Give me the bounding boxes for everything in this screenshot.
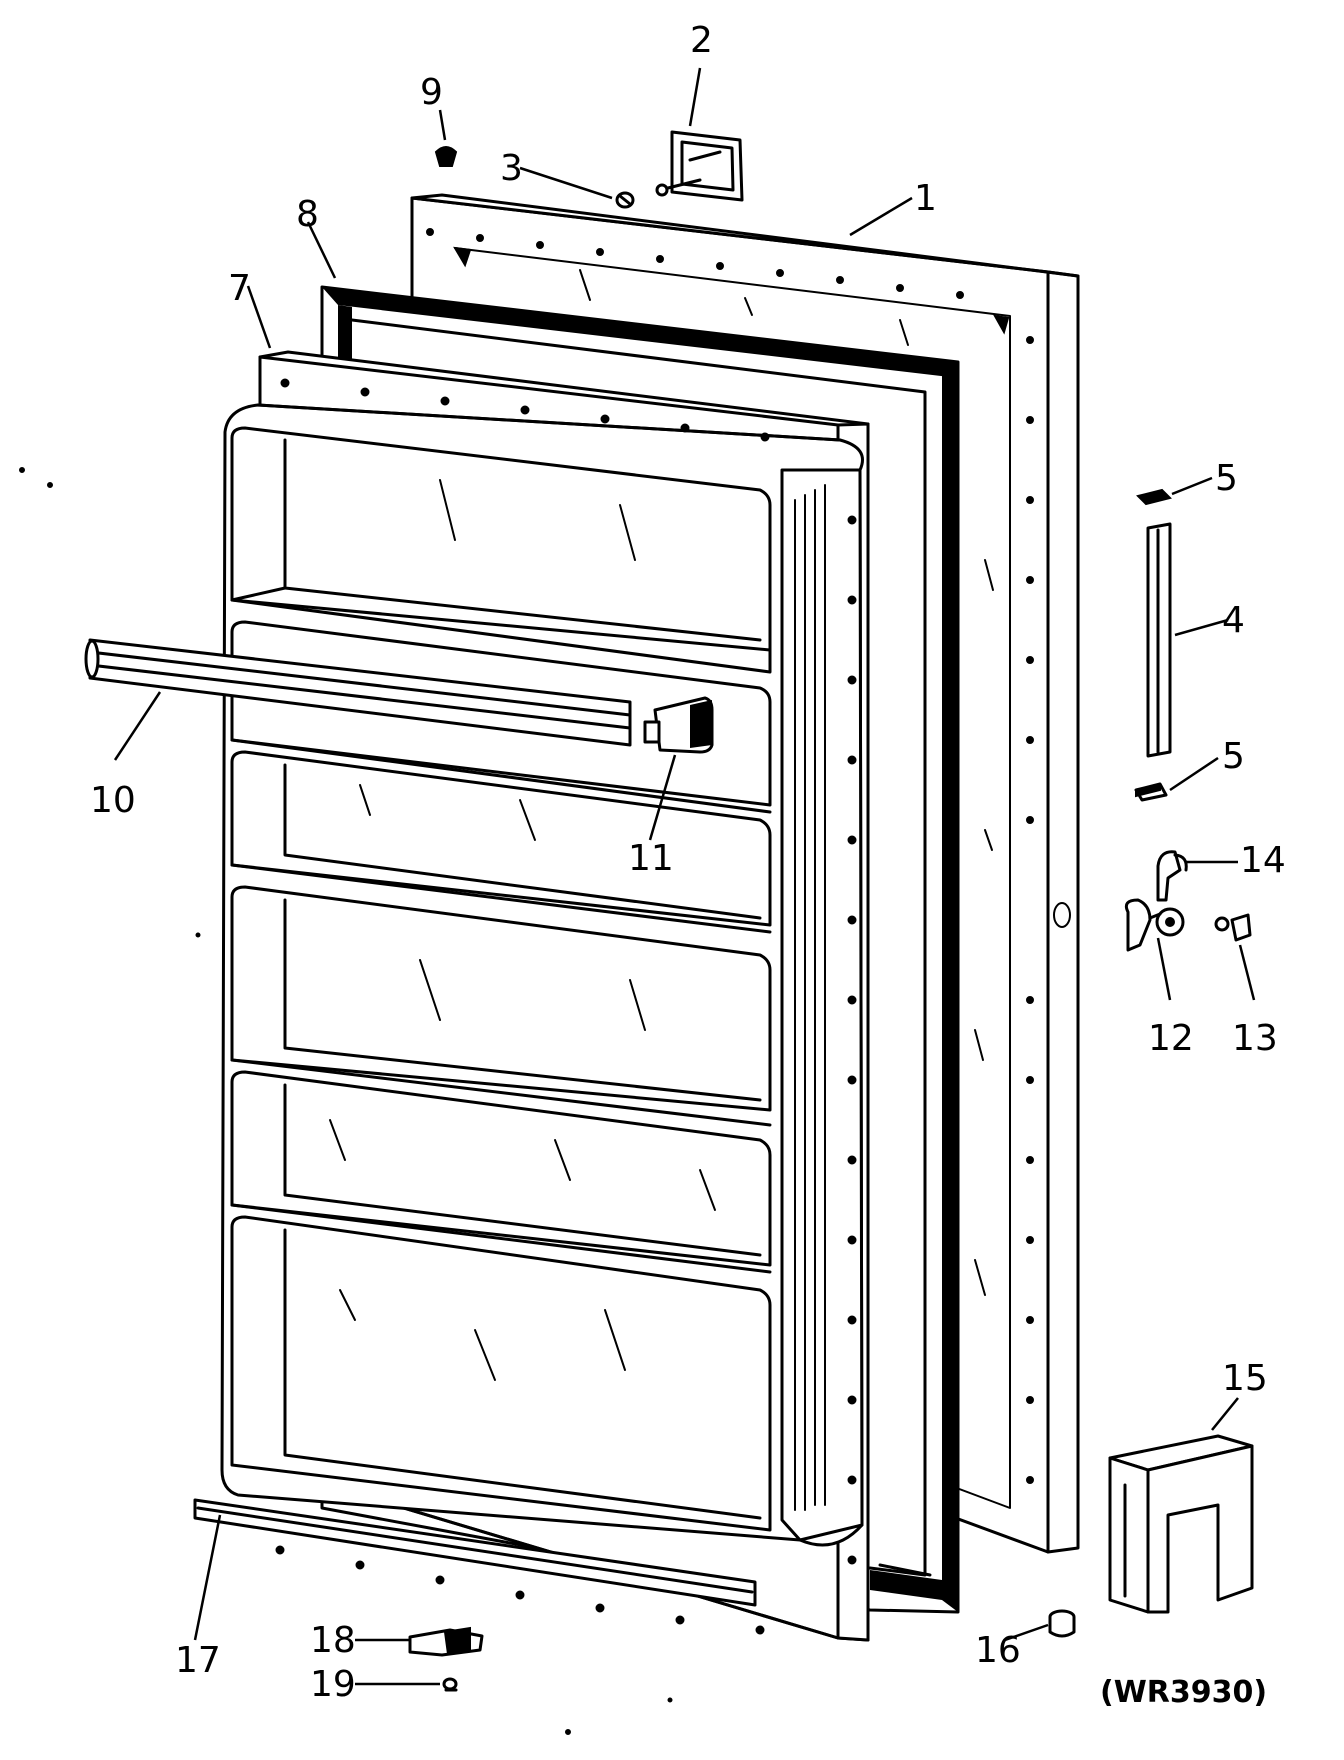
callout-10: 10 [90, 780, 136, 821]
callout-2: 2 [690, 20, 713, 61]
panel-gloss-marks [579, 269, 994, 1296]
hinge-bracket [655, 130, 744, 202]
strike-clip-bottom [1134, 782, 1168, 802]
latch-screw [1214, 913, 1252, 942]
hinge-screw [615, 191, 635, 209]
door-latch [1124, 898, 1185, 952]
figure-code: (WR3930) [1100, 1675, 1267, 1710]
callout-8: 8 [296, 194, 319, 235]
callout-11: 11 [628, 838, 674, 879]
scan-specks [19, 467, 673, 1735]
shelf-bar-end-cap [643, 696, 714, 754]
bottom-trim [193, 1498, 757, 1607]
liner-ribs [794, 484, 826, 1511]
bottom-plug [1048, 1609, 1076, 1638]
liner-shelves [230, 426, 772, 1532]
callout-18: 18 [310, 1620, 356, 1661]
callout-14: 14 [1240, 840, 1286, 881]
hinge-cover [1108, 1434, 1254, 1614]
callout-7: 7 [228, 268, 251, 309]
callout-1: 1 [914, 178, 937, 219]
callout-13: 13 [1232, 1018, 1278, 1059]
bottom-screw [442, 1677, 458, 1692]
callout-17: 17 [175, 1640, 221, 1681]
strike-clip-top [1136, 488, 1172, 506]
door-strike [1146, 522, 1172, 758]
panel-screw-holes [426, 228, 1034, 1484]
hinge-plug [434, 146, 458, 167]
bottom-bracket [408, 1626, 484, 1657]
callout-4: 4 [1222, 600, 1245, 641]
callout-9: 9 [420, 72, 443, 113]
callout-19: 19 [310, 1664, 356, 1705]
callout-5-bottom: 5 [1222, 736, 1245, 777]
callout-12: 12 [1148, 1018, 1194, 1059]
callout-5-top: 5 [1215, 458, 1238, 499]
shelf-bar [84, 638, 632, 747]
callout-labels: 1 2 3 4 5 5 7 8 9 10 11 12 13 14 15 16 1… [90, 20, 1286, 1705]
latch-clip [1156, 850, 1188, 902]
leader-lines [113, 67, 1256, 1686]
callout-16: 16 [975, 1630, 1021, 1671]
liner-rim-holes [275, 378, 857, 1635]
callout-3: 3 [500, 148, 523, 189]
callout-15: 15 [1222, 1358, 1268, 1399]
door-liner [220, 350, 870, 1642]
liner-gloss-marks [329, 479, 716, 1381]
